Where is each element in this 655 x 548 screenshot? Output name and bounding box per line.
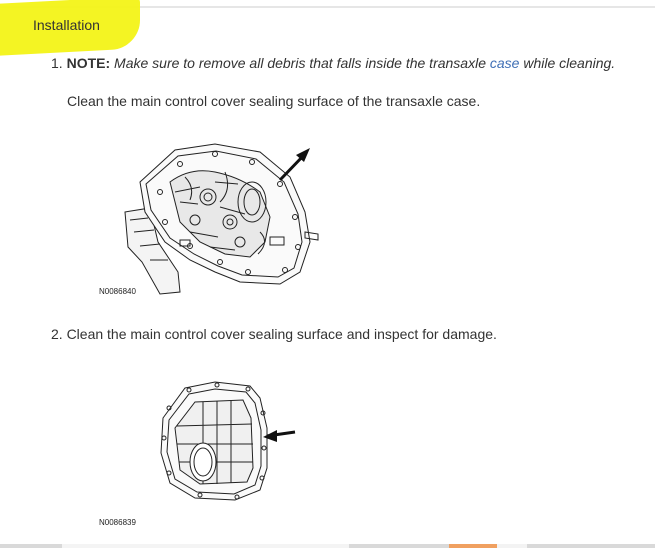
step-2-instruction: 2. Clean the main control cover sealing … — [51, 326, 497, 342]
note-text-end: while cleaning. — [523, 55, 616, 71]
top-divider — [0, 6, 655, 8]
bottom-scroll-strip — [0, 544, 655, 548]
transaxle-case-illustration — [124, 143, 319, 295]
step-1-number: 1. — [51, 55, 63, 71]
note-label: NOTE: — [66, 55, 111, 71]
main-control-cover-illustration — [160, 381, 296, 501]
section-title: Installation — [33, 17, 100, 33]
figure-1-label: N0086840 — [99, 287, 136, 296]
figure-2-label: N0086839 — [99, 518, 136, 527]
step-1-note: 1. NOTE: Make sure to remove all debris … — [51, 55, 615, 71]
note-text: Make sure to remove all debris that fall… — [114, 55, 486, 71]
case-link[interactable]: case — [489, 55, 520, 71]
step-1-instruction: Clean the main control cover sealing sur… — [67, 93, 481, 109]
